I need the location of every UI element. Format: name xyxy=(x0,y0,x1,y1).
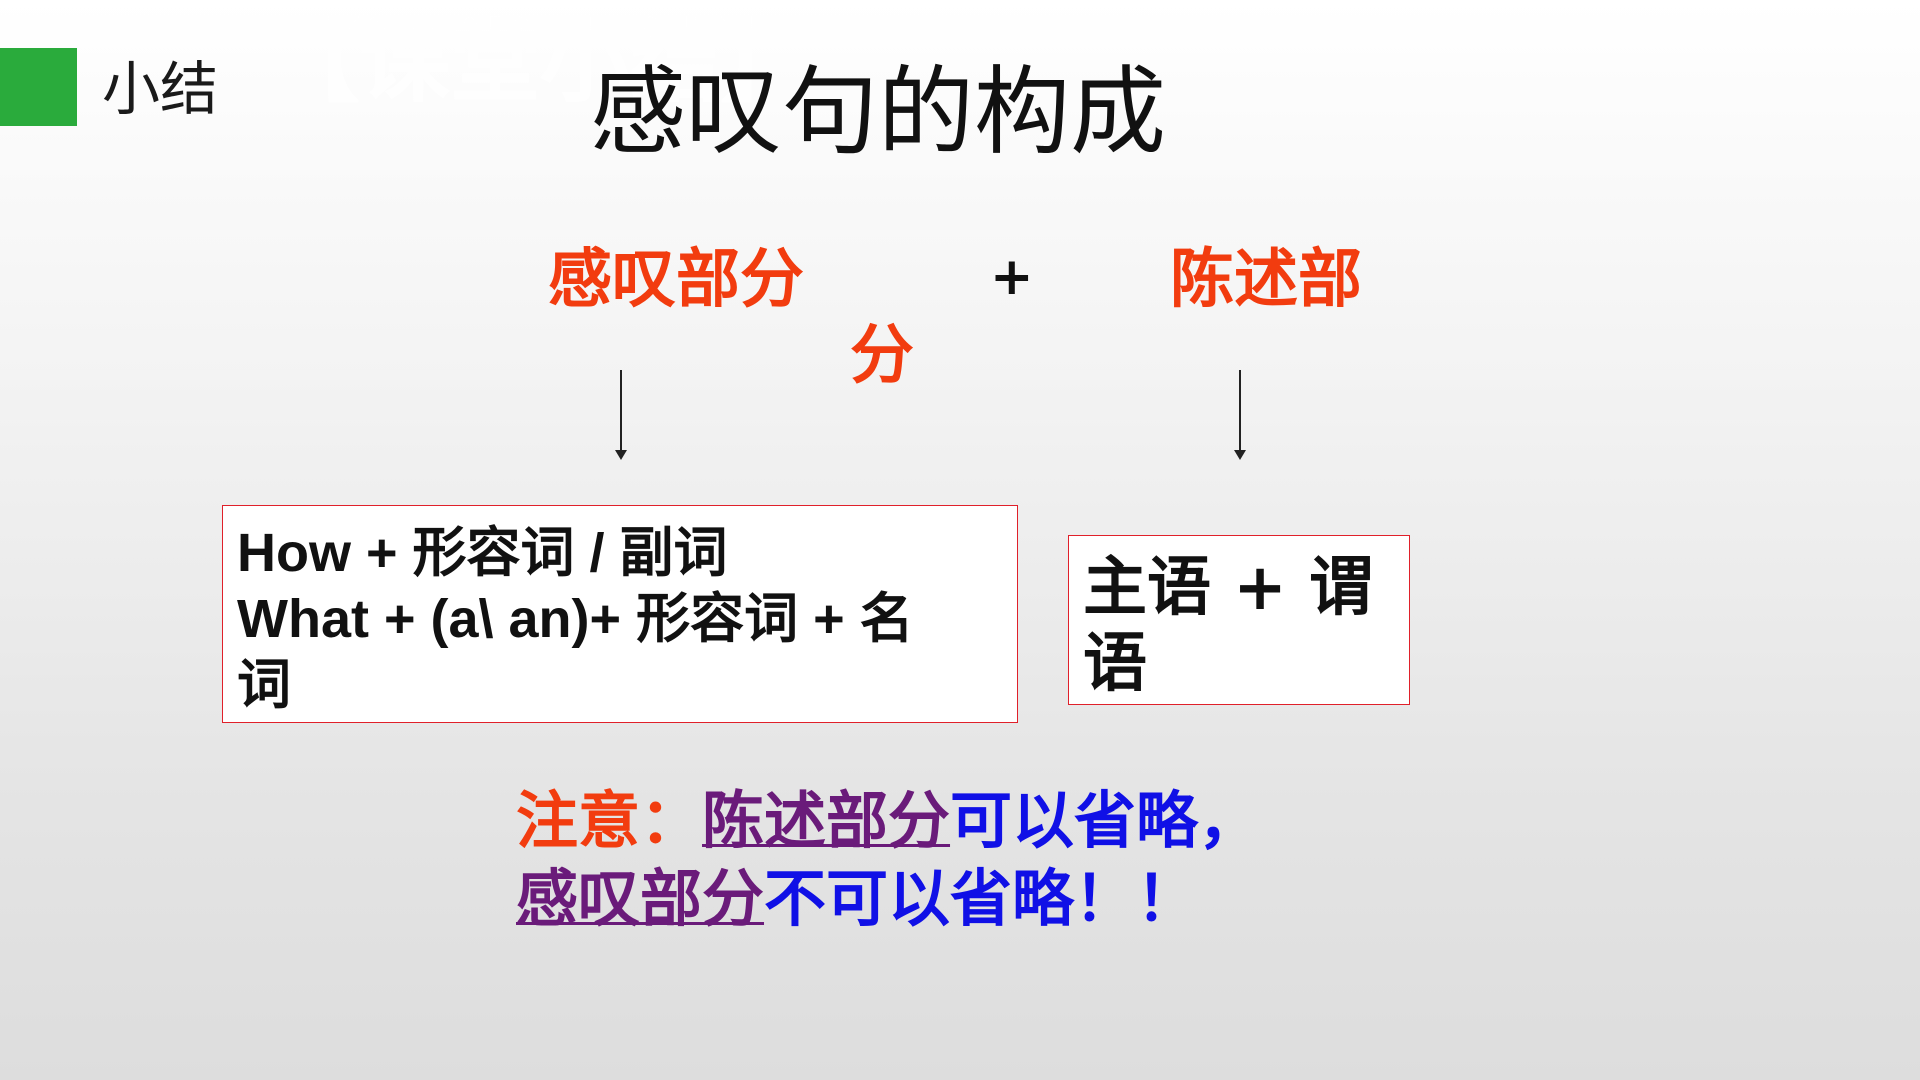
note-statement-part: 陈述部分 xyxy=(702,784,951,857)
down-arrow-icon xyxy=(615,370,627,460)
note-line-2: 感叹部分不可以省略！！ xyxy=(516,860,1356,938)
note-prefix: 注意： xyxy=(516,784,703,857)
box-line: What + (a\ an)+ 形容词 + 名 xyxy=(237,589,914,649)
ghost-title: 【课堂小结】 xyxy=(270,10,810,115)
note-exclamation-part: 感叹部分 xyxy=(516,862,765,935)
exclamation-structure-box: How + 形容词 / 副词 What + (a\ an)+ 形容词 + 名 词 xyxy=(222,505,1018,723)
note-line-1: 注意：陈述部分可以省略， xyxy=(516,782,1356,860)
statement-structure-box: 主语 + 谓 语 xyxy=(1068,535,1410,705)
plus-sign: + xyxy=(990,247,1034,307)
section-label: 小结 xyxy=(102,55,219,123)
section-marker xyxy=(0,48,77,126)
page-title: 感叹句的构成 xyxy=(590,56,1166,168)
note-cannot-omit: 不可以省略！！ xyxy=(764,862,1199,935)
statement-part-label: 陈述部 xyxy=(1170,243,1362,317)
note-can-omit: 可以省略， xyxy=(950,784,1261,857)
box-line: 主语 + 谓 xyxy=(1083,551,1374,625)
statement-part-label-wrap: 分 xyxy=(850,319,914,393)
note-text: 注意：陈述部分可以省略， 感叹部分不可以省略！！ xyxy=(516,782,1356,938)
box-line: 语 xyxy=(1083,627,1147,701)
down-arrow-icon xyxy=(1234,370,1246,460)
box-line: 词 xyxy=(237,655,291,715)
exclamation-part-label: 感叹部分 xyxy=(548,243,804,317)
box-line: How + 形容词 / 副词 xyxy=(237,523,728,583)
